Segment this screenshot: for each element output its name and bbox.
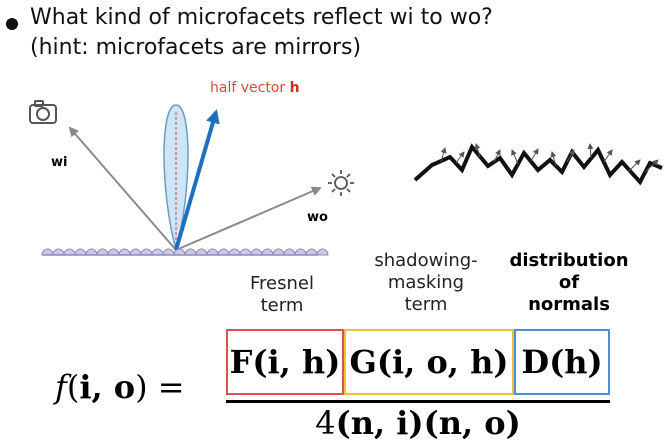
surface-bump	[316, 248, 329, 256]
facet-normals	[440, 143, 659, 173]
fresnel-box: F(i, h)	[226, 329, 344, 395]
distribution-line-2: of	[558, 272, 580, 293]
denom-four: 4	[315, 404, 336, 442]
surface-bump	[151, 248, 164, 256]
distribution-line-1: distribution	[509, 250, 629, 271]
lhs-args: i, o	[79, 368, 136, 406]
half-vector-label: half vector h	[210, 80, 300, 96]
surface-bump	[206, 248, 219, 256]
surface-bump	[217, 248, 230, 256]
sun-icon	[328, 170, 354, 196]
facet-normal-arrow	[474, 143, 481, 158]
shadowing-box: G(i, o, h)	[344, 329, 514, 395]
distribution-term-label: distribution of normals	[494, 250, 644, 316]
wo-arrow	[175, 186, 322, 251]
facet-normal-arrow	[493, 149, 501, 163]
surface-bump	[261, 248, 274, 256]
surface-bump	[96, 248, 109, 256]
facet-normal-arrow	[530, 148, 539, 162]
lhs-close-paren: )	[135, 368, 148, 406]
surface-bump	[162, 248, 175, 256]
surface-bump	[41, 248, 54, 256]
facet-normal-arrow	[603, 149, 613, 163]
lhs-function: f	[55, 368, 67, 406]
surface-bump	[184, 248, 197, 256]
wi-arrow	[68, 126, 177, 251]
facet-normal-arrow	[455, 151, 465, 164]
shadowing-line-3: term	[404, 294, 448, 315]
surface-bump	[118, 248, 131, 256]
surface-bump	[250, 248, 263, 256]
surface-bump	[74, 248, 87, 256]
surface-bump	[52, 248, 65, 256]
camera-icon	[29, 100, 57, 124]
wi-label: wi	[51, 155, 68, 170]
surface-bump	[63, 248, 76, 256]
question-text: What kind of microfacets reflect wi to w…	[30, 3, 493, 63]
half-vector-text: half vector	[210, 80, 290, 96]
wo-label: wo	[307, 210, 328, 225]
facet-normal-arrow	[550, 151, 557, 167]
question-line-1: What kind of microfacets reflect wi to w…	[30, 5, 493, 30]
surface-bump	[228, 248, 241, 256]
microfacet-profile	[413, 143, 663, 186]
shadowing-line-2: masking	[387, 272, 465, 293]
fresnel-term-label: Fresnel term	[232, 273, 332, 317]
surface-bump	[305, 248, 318, 256]
facet-normal-arrow	[511, 149, 519, 165]
surface-bump	[107, 248, 120, 256]
fresnel-line-2: term	[260, 295, 304, 316]
surface-bump	[85, 248, 98, 256]
surface-bump	[272, 248, 285, 256]
bullet-point	[6, 18, 18, 30]
equation-lhs: f(i, o) =	[55, 368, 185, 406]
fraction-bar	[226, 400, 610, 403]
surface-bump	[140, 248, 153, 256]
shadowing-line-1: shadowing-	[374, 250, 478, 271]
surface-bump	[294, 248, 307, 256]
facet-normal-arrow	[440, 147, 447, 163]
surface-bump	[129, 248, 142, 256]
lhs-open-paren: (	[66, 368, 80, 406]
equals-sign: =	[147, 368, 185, 406]
facet-normal-arrow	[566, 149, 575, 163]
denominator: 4(n, i)(n, o)	[226, 404, 610, 442]
shadowing-term: G(i, o, h)	[349, 343, 509, 381]
surface-bump	[239, 248, 252, 256]
surface-bump	[283, 248, 296, 256]
distribution-box: D(h)	[514, 329, 610, 395]
fresnel-term: F(i, h)	[229, 343, 341, 381]
microfacet-surface	[41, 248, 329, 256]
fresnel-line-1: Fresnel	[250, 273, 314, 294]
denom-terms: (n, i)(n, o)	[335, 404, 521, 442]
distribution-term: D(h)	[521, 343, 603, 381]
facet-normal-arrow	[587, 143, 594, 159]
surface-bump	[195, 248, 208, 256]
question-line-2: (hint: microfacets are mirrors)	[30, 35, 362, 60]
distribution-line-3: normals	[528, 294, 610, 315]
shadowing-term-label: shadowing- masking term	[356, 250, 496, 316]
half-vector-symbol: h	[289, 80, 300, 96]
half-vector-arrow	[174, 109, 220, 251]
facet-normal-arrow	[644, 159, 659, 173]
facet-normal-arrow	[627, 159, 641, 173]
